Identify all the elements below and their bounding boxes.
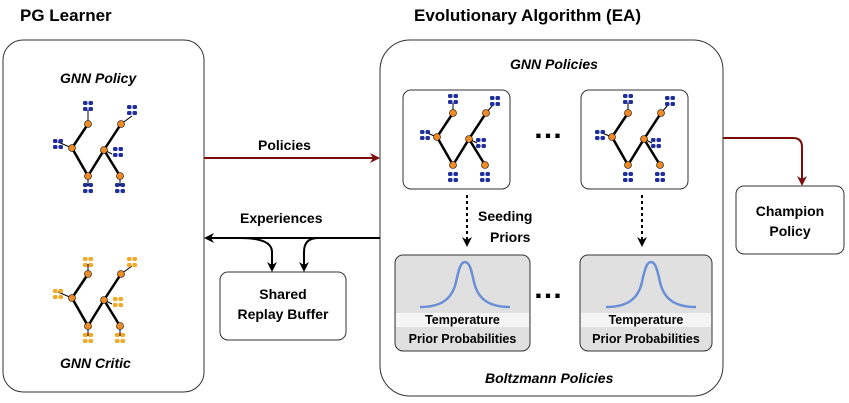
- experiences-label: Experiences: [240, 210, 323, 226]
- boltzmann-panel-1: [394, 254, 531, 352]
- gnn-policies-label: GNN Policies: [510, 56, 598, 72]
- gnn-policy-label: GNN Policy: [60, 70, 137, 86]
- distribution-curve-1: [419, 260, 511, 309]
- prior-probabilities-label-n: Prior Probabilities: [592, 332, 700, 346]
- champion-arrow: [723, 137, 807, 186]
- temperature-label-1: Temperature: [425, 313, 500, 327]
- gnn-critic-graph: [53, 257, 137, 343]
- ellipsis-bottom: …: [533, 272, 564, 305]
- ea-policy-graph-n: [595, 94, 675, 182]
- replay-buffer-box: [219, 271, 347, 341]
- prior-probabilities-label-1: Prior Probabilities: [408, 332, 517, 346]
- gnn-critic-label: GNN Critic: [60, 355, 131, 371]
- buffer-in-arrow-left: [239, 237, 277, 272]
- champion-line2: Policy: [769, 223, 811, 239]
- champion-policy-box: [735, 185, 845, 255]
- replay-buffer-line1: Shared: [259, 286, 307, 302]
- ea-title: Evolutionary Algorithm (EA): [414, 6, 641, 25]
- buffer-in-arrow-right: [299, 237, 380, 272]
- pg-learner-title: PG Learner: [20, 6, 112, 25]
- temperature-label-n: Temperature: [608, 313, 684, 327]
- pg-learner-panel: [2, 39, 205, 393]
- priors-label: Priors: [490, 229, 531, 245]
- ea-policy-graph-1: [420, 94, 500, 182]
- boltzmann-policies-label: Boltzmann Policies: [485, 370, 614, 386]
- champion-line1: Champion: [755, 203, 825, 219]
- seeding-label: Seeding: [478, 208, 533, 224]
- policies-label: Policies: [258, 137, 311, 153]
- gnn-policy-graph: [53, 101, 137, 193]
- boltzmann-panel-n: [579, 254, 713, 352]
- replay-buffer-line2: Replay Buffer: [237, 306, 329, 322]
- ellipsis-top: …: [533, 112, 564, 145]
- distribution-curve-n: [605, 260, 697, 309]
